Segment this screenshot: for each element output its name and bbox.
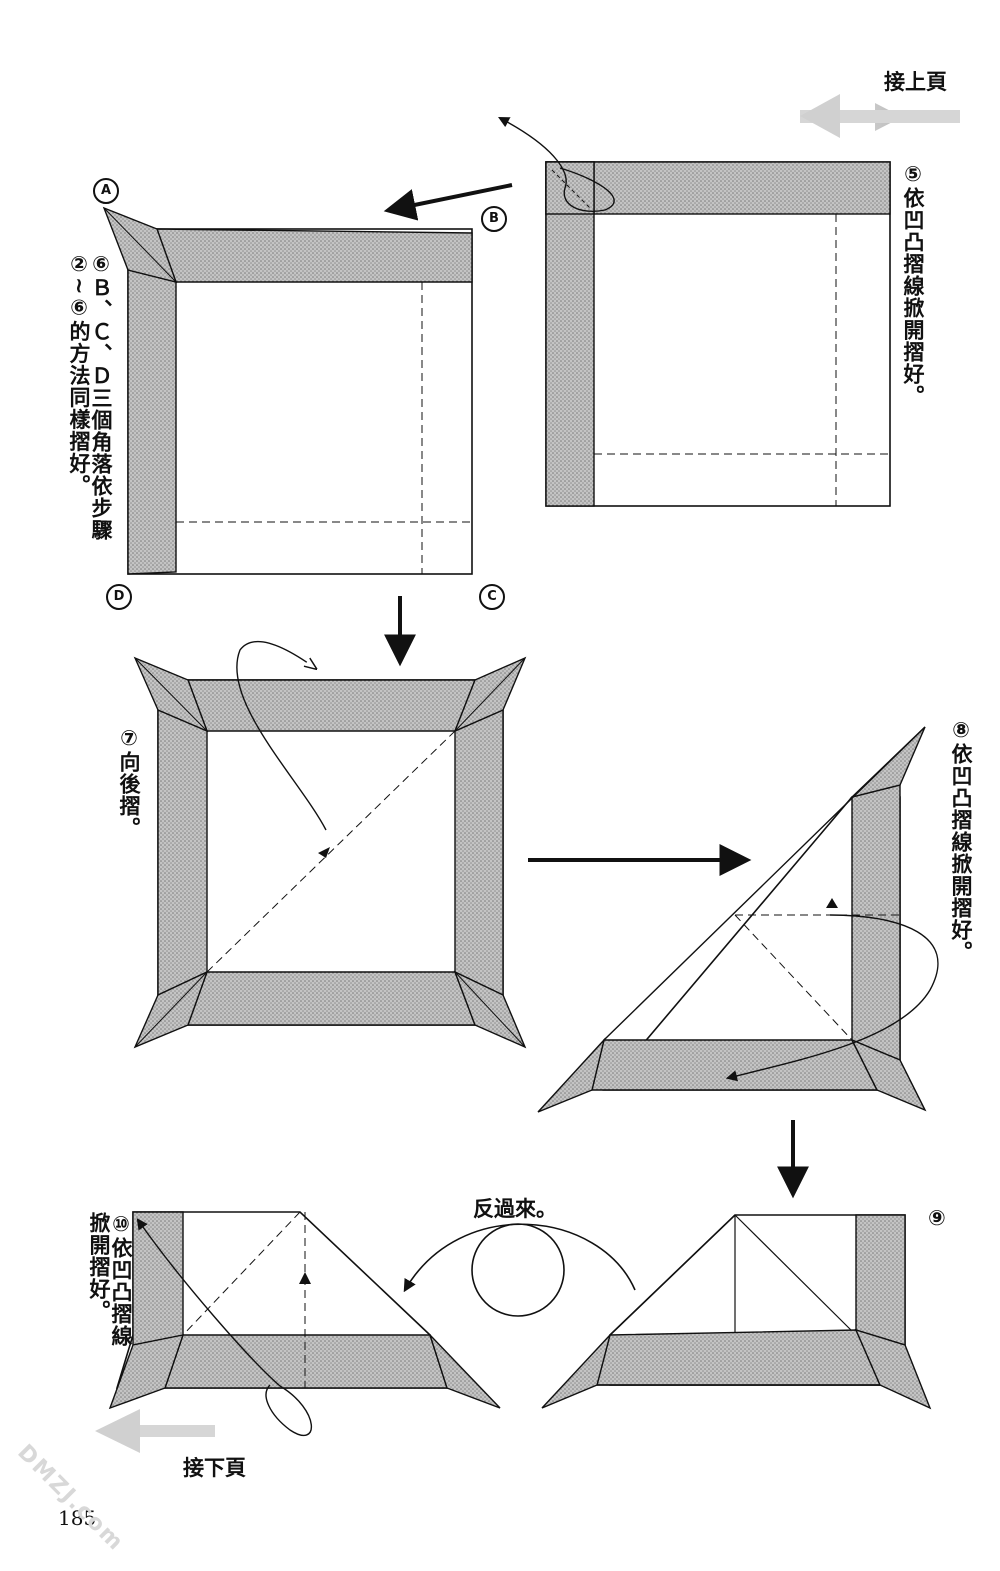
step5-diagram bbox=[498, 116, 891, 507]
step8-diagram bbox=[537, 726, 939, 1113]
step7-diagram bbox=[133, 640, 527, 1049]
step6-caption: ⑥Ｂ、Ｃ、Ｄ三個角落依步驟②~⑥的方法同樣摺好。 bbox=[66, 252, 113, 541]
arrow-step5-to-step6 bbox=[383, 183, 513, 221]
corner-label-b: B bbox=[481, 206, 507, 232]
step7-caption: ⑦向後摺。 bbox=[117, 726, 142, 839]
corner-label-c: C bbox=[479, 584, 505, 610]
step9-caption: ⑨ bbox=[928, 1206, 946, 1230]
corner-label-d: D bbox=[106, 584, 132, 610]
step10-caption: ⑩依凹凸摺線掀開摺好。 bbox=[86, 1212, 133, 1347]
step5-caption: ⑤依凹凸摺線掀開摺好。 bbox=[901, 162, 926, 407]
step8-caption: ⑧依凹凸摺線掀開摺好。 bbox=[949, 718, 974, 963]
prev-page-arrow bbox=[800, 94, 960, 138]
flip-label: 反過來。 bbox=[473, 1197, 557, 1221]
flip-over-symbol bbox=[403, 1223, 636, 1317]
step10-diagram bbox=[108, 1211, 501, 1437]
prev-page-label: 接上頁 bbox=[884, 70, 947, 94]
corner-label-a: A bbox=[93, 178, 119, 204]
step9-diagram bbox=[541, 1214, 932, 1410]
next-page-label: 接下頁 bbox=[183, 1456, 246, 1480]
step6-diagram bbox=[102, 206, 473, 575]
next-page-arrow bbox=[95, 1409, 215, 1453]
page-number: 185 bbox=[58, 1506, 97, 1530]
